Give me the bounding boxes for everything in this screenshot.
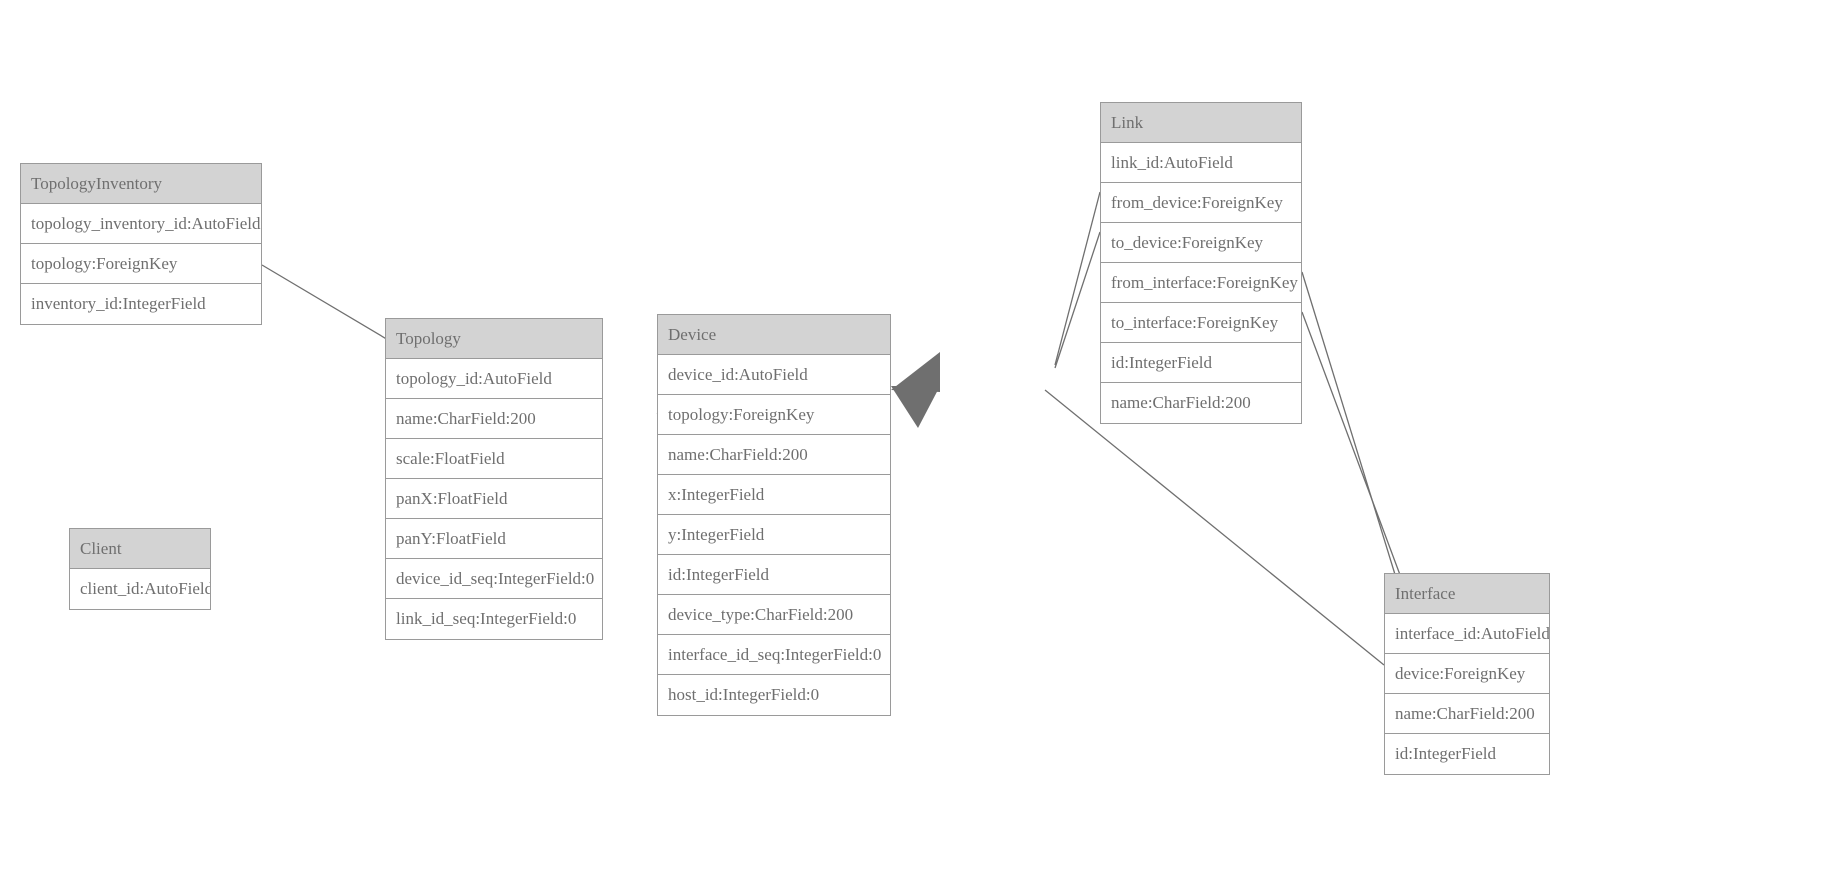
entity-fields-topology: topology_id:AutoField name:CharField:200… xyxy=(386,359,602,639)
entity-field[interactable]: panY:FloatField xyxy=(386,519,602,559)
entity-fields-link: link_id:AutoField from_device:ForeignKey… xyxy=(1101,143,1301,423)
entity-field[interactable]: name:CharField:200 xyxy=(1385,694,1549,734)
entity-field[interactable]: inventory_id:IntegerField xyxy=(21,284,261,324)
entity-field[interactable]: id:IntegerField xyxy=(1385,734,1549,774)
entity-field[interactable]: link_id_seq:IntegerField:0 xyxy=(386,599,602,639)
entity-field[interactable]: client_id:AutoField xyxy=(70,569,210,609)
entity-field[interactable]: y:IntegerField xyxy=(658,515,890,555)
entity-title-link: Link xyxy=(1101,103,1301,143)
entity-field[interactable]: topology_inventory_id:AutoField xyxy=(21,204,261,244)
entity-field[interactable]: id:IntegerField xyxy=(1101,343,1301,383)
entity-title-device: Device xyxy=(658,315,890,355)
entity-field[interactable]: to_interface:ForeignKey xyxy=(1101,303,1301,343)
entity-field[interactable]: x:IntegerField xyxy=(658,475,890,515)
entity-interface[interactable]: Interface interface_id:AutoField device:… xyxy=(1384,573,1550,775)
entity-field[interactable]: name:CharField:200 xyxy=(1101,383,1301,423)
entity-field[interactable]: id:IntegerField xyxy=(658,555,890,595)
entity-field[interactable]: interface_id:AutoField xyxy=(1385,614,1549,654)
entity-device[interactable]: Device device_id:AutoField topology:Fore… xyxy=(657,314,891,716)
entity-fields-client: client_id:AutoField xyxy=(70,569,210,609)
entity-field[interactable]: name:CharField:200 xyxy=(658,435,890,475)
entity-title-client: Client xyxy=(70,529,210,569)
entity-field[interactable]: host_id:IntegerField:0 xyxy=(658,675,890,715)
entity-field[interactable]: topology:ForeignKey xyxy=(658,395,890,435)
entity-field[interactable]: device_id_seq:IntegerField:0 xyxy=(386,559,602,599)
entity-field[interactable]: name:CharField:200 xyxy=(386,399,602,439)
edge-link-to-interface xyxy=(1301,311,1413,608)
entity-field[interactable]: topology_id:AutoField xyxy=(386,359,602,399)
entity-field[interactable]: from_device:ForeignKey xyxy=(1101,183,1301,223)
entity-fields-device: device_id:AutoField topology:ForeignKey … xyxy=(658,355,890,715)
arrowhead-device-lower xyxy=(891,386,940,428)
edge-interface-device xyxy=(1044,389,1385,666)
entity-field[interactable]: from_interface:ForeignKey xyxy=(1101,263,1301,303)
entity-topologyinventory[interactable]: TopologyInventory topology_inventory_id:… xyxy=(20,163,262,325)
entity-field[interactable]: device:ForeignKey xyxy=(1385,654,1549,694)
arrowhead-device-upper xyxy=(891,352,940,392)
entity-title-interface: Interface xyxy=(1385,574,1549,614)
entity-title-topology: Topology xyxy=(386,319,602,359)
entity-topology[interactable]: Topology topology_id:AutoField name:Char… xyxy=(385,318,603,640)
entity-fields-topologyinventory: topology_inventory_id:AutoField topology… xyxy=(21,204,261,324)
entity-field[interactable]: topology:ForeignKey xyxy=(21,244,261,284)
entity-field[interactable]: interface_id_seq:IntegerField:0 xyxy=(658,635,890,675)
entity-field[interactable]: device_type:CharField:200 xyxy=(658,595,890,635)
entity-client[interactable]: Client client_id:AutoField xyxy=(69,528,211,610)
entity-title-topologyinventory: TopologyInventory xyxy=(21,164,261,204)
entity-field[interactable]: panX:FloatField xyxy=(386,479,602,519)
entity-link[interactable]: Link link_id:AutoField from_device:Forei… xyxy=(1100,102,1302,424)
entity-field[interactable]: device_id:AutoField xyxy=(658,355,890,395)
edge-link-to-device xyxy=(1054,231,1101,369)
entity-field[interactable]: scale:FloatField xyxy=(386,439,602,479)
edge-link-from-device xyxy=(1054,191,1101,366)
entity-field[interactable]: to_device:ForeignKey xyxy=(1101,223,1301,263)
edge-link-from-interface xyxy=(1301,271,1406,608)
entity-field[interactable]: link_id:AutoField xyxy=(1101,143,1301,183)
entity-fields-interface: interface_id:AutoField device:ForeignKey… xyxy=(1385,614,1549,774)
